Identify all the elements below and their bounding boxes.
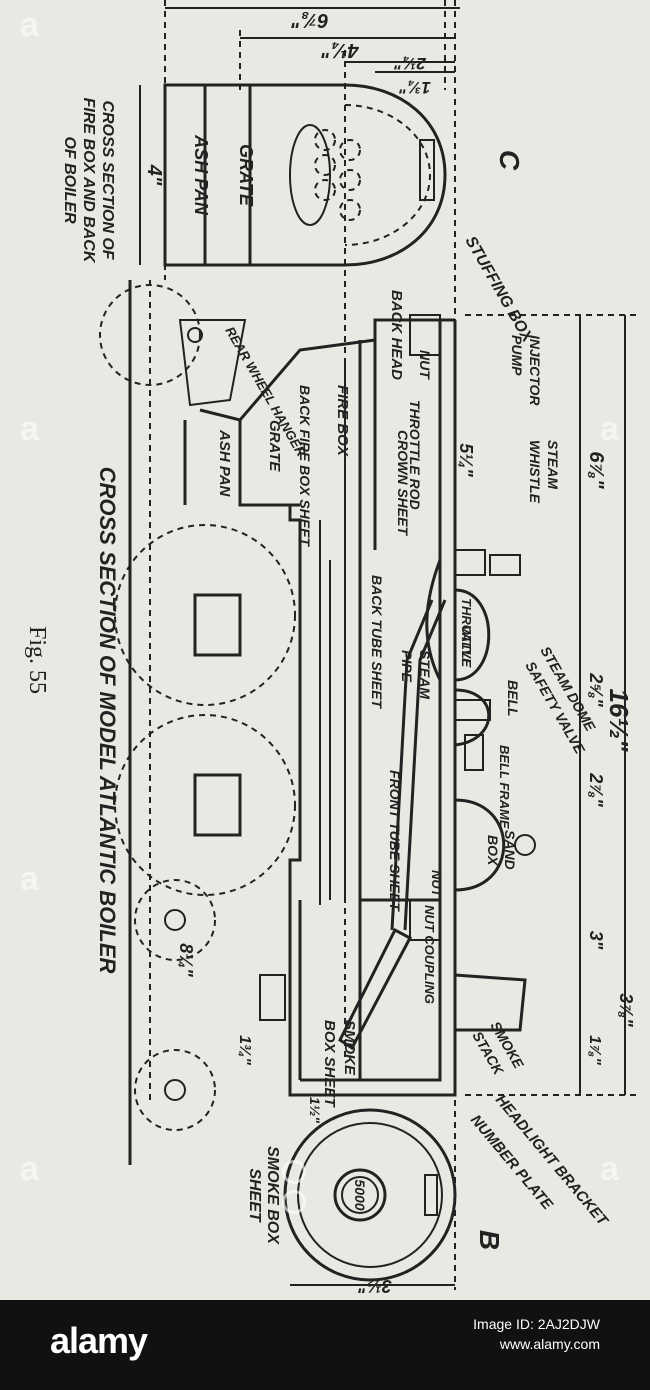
label-steam-pipe-2: PIPE <box>399 650 415 683</box>
label-back-fire-box-sheet: BACK FIRE BOX SHEET <box>297 385 313 547</box>
alamy-logo: alamy <box>50 1320 148 1361</box>
wheels <box>99 284 296 1131</box>
watermark-glyph: a <box>600 410 619 448</box>
dim-1-3-4: 1¾" <box>398 78 431 97</box>
dim-1-3-4b: 1¾" <box>236 1035 253 1065</box>
dim-1-1-2: 1½" <box>307 1097 323 1123</box>
watermark-glyph: a <box>20 410 39 448</box>
watermark-glyph: a <box>20 860 39 898</box>
watermark-ring <box>282 1160 306 1184</box>
section-c-firebox <box>163 83 447 267</box>
label-throttle-valve-2: VALVE <box>459 625 474 667</box>
label-section-c: C <box>494 150 525 171</box>
watermark-glyph: a <box>600 1150 619 1188</box>
watermark-glyph: a <box>20 1150 39 1188</box>
label-smoke-box-sheet-2: BOX SHEET <box>321 1020 338 1109</box>
boiler-diagram: 6⅞" 4¼" 2¼" 1¾" ASH PAN GRATE 4" C CROSS… <box>24 0 640 1296</box>
label-fire-box: FIRE BOX <box>334 385 351 457</box>
dim-4-1-4: 4¼" <box>321 39 360 61</box>
label-section-c-title-3: OF BOILER <box>61 136 78 224</box>
label-stuffing-box: STUFFING BOX <box>462 234 537 347</box>
footer-bar: alamy Image ID: 2AJ2DJW www.alamy.com <box>0 1300 650 1390</box>
steam-pipe <box>403 599 447 931</box>
label-smoke-box-sheet-b-1: SMOKE BOX <box>264 1146 281 1245</box>
label-crown-sheet: CROWN SHEET <box>395 430 411 536</box>
dim-5-1-4: 5¼" <box>456 443 476 477</box>
dim-2-7-8: 2⅞" <box>586 772 606 807</box>
dim-3: 3" <box>586 931 606 950</box>
site-url: www.alamy.com <box>499 1336 600 1352</box>
dim-3-7-8: 3⅞" <box>616 993 636 1027</box>
label-throttle-valve-1: THROTTLE <box>459 598 474 668</box>
label-bell: BELL <box>505 680 521 717</box>
dim-2-1-4: 2¼" <box>393 54 427 73</box>
dim-16-1-2: 16½" <box>604 689 634 753</box>
dim-3-1-2: 3½" <box>358 1276 392 1296</box>
dim-6-7-8b: 6⅞" <box>585 451 607 489</box>
label-steam-whistle-2: WHISTLE <box>527 440 543 504</box>
dim-2-5-8: 2⅝" <box>586 672 606 707</box>
diagram-title: CROSS SECTION OF MODEL ATLANTIC BOILER <box>95 467 120 974</box>
dim-4: 4" <box>143 164 165 186</box>
label-rear-wheel-hanger: REAR WHEEL HANGER <box>222 324 309 459</box>
label-back-tube-sheet: BACK TUBE SHEET <box>369 575 385 709</box>
label-sand-box-1: SAND <box>502 830 518 870</box>
label-section-c-title-1: CROSS SECTION OF <box>99 100 116 260</box>
dim-1-7-8: 1⅞" <box>586 1035 603 1065</box>
label-number: 5000 <box>352 1179 368 1210</box>
label-nut: NUT <box>417 350 433 380</box>
label-smoke-box-sheet-1: SMOKE <box>341 1020 358 1076</box>
watermark-ring <box>282 1190 306 1214</box>
boiler-body <box>178 318 457 1097</box>
dim-6-7-8: 6⅞" <box>291 9 329 31</box>
label-nut-2: NUT <box>429 870 444 898</box>
label-ash-pan-c: ASH PAN <box>191 134 211 216</box>
label-bell-frame: BELL FRAME <box>497 745 512 829</box>
image-id-label: Image ID: 2AJ2DJW <box>473 1316 600 1332</box>
image-id: Image ID: 2AJ2DJW www.alamy.com <box>473 1314 600 1354</box>
label-throttle-rod: THROTTLE ROD <box>407 400 423 510</box>
label-back-head: BACK HEAD <box>388 290 405 380</box>
label-injector-pump-1: INJECTOR <box>527 335 543 406</box>
label-steam-whistle-1: STEAM <box>545 440 561 489</box>
label-steam-pipe-1: STEAM <box>417 650 433 699</box>
label-grate: GRATE <box>266 420 283 472</box>
watermark-glyph: a <box>20 6 39 44</box>
section-b-smokebox <box>283 1108 457 1286</box>
steam-dome <box>409 314 536 1032</box>
label-section-c-title-2: FIRE BOX AND BACK <box>80 98 97 264</box>
label-ash-pan: ASH PAN <box>216 429 233 498</box>
dim-8-1-4: 8¼" <box>176 943 196 977</box>
label-smoke-box-sheet-b-2: SHEET <box>246 1168 263 1223</box>
figure-number: Fig. 55 <box>24 626 50 694</box>
label-grate-c: GRATE <box>236 144 256 207</box>
label-sand-box-2: BOX <box>485 835 501 867</box>
label-injector-pump-2: PUMP <box>509 335 525 376</box>
label-section-b: B <box>474 1230 505 1250</box>
label-front-tube-sheet: FRONT TUBE SHEET <box>387 770 403 912</box>
label-nut-coupling: NUT COUPLING <box>422 905 437 1004</box>
